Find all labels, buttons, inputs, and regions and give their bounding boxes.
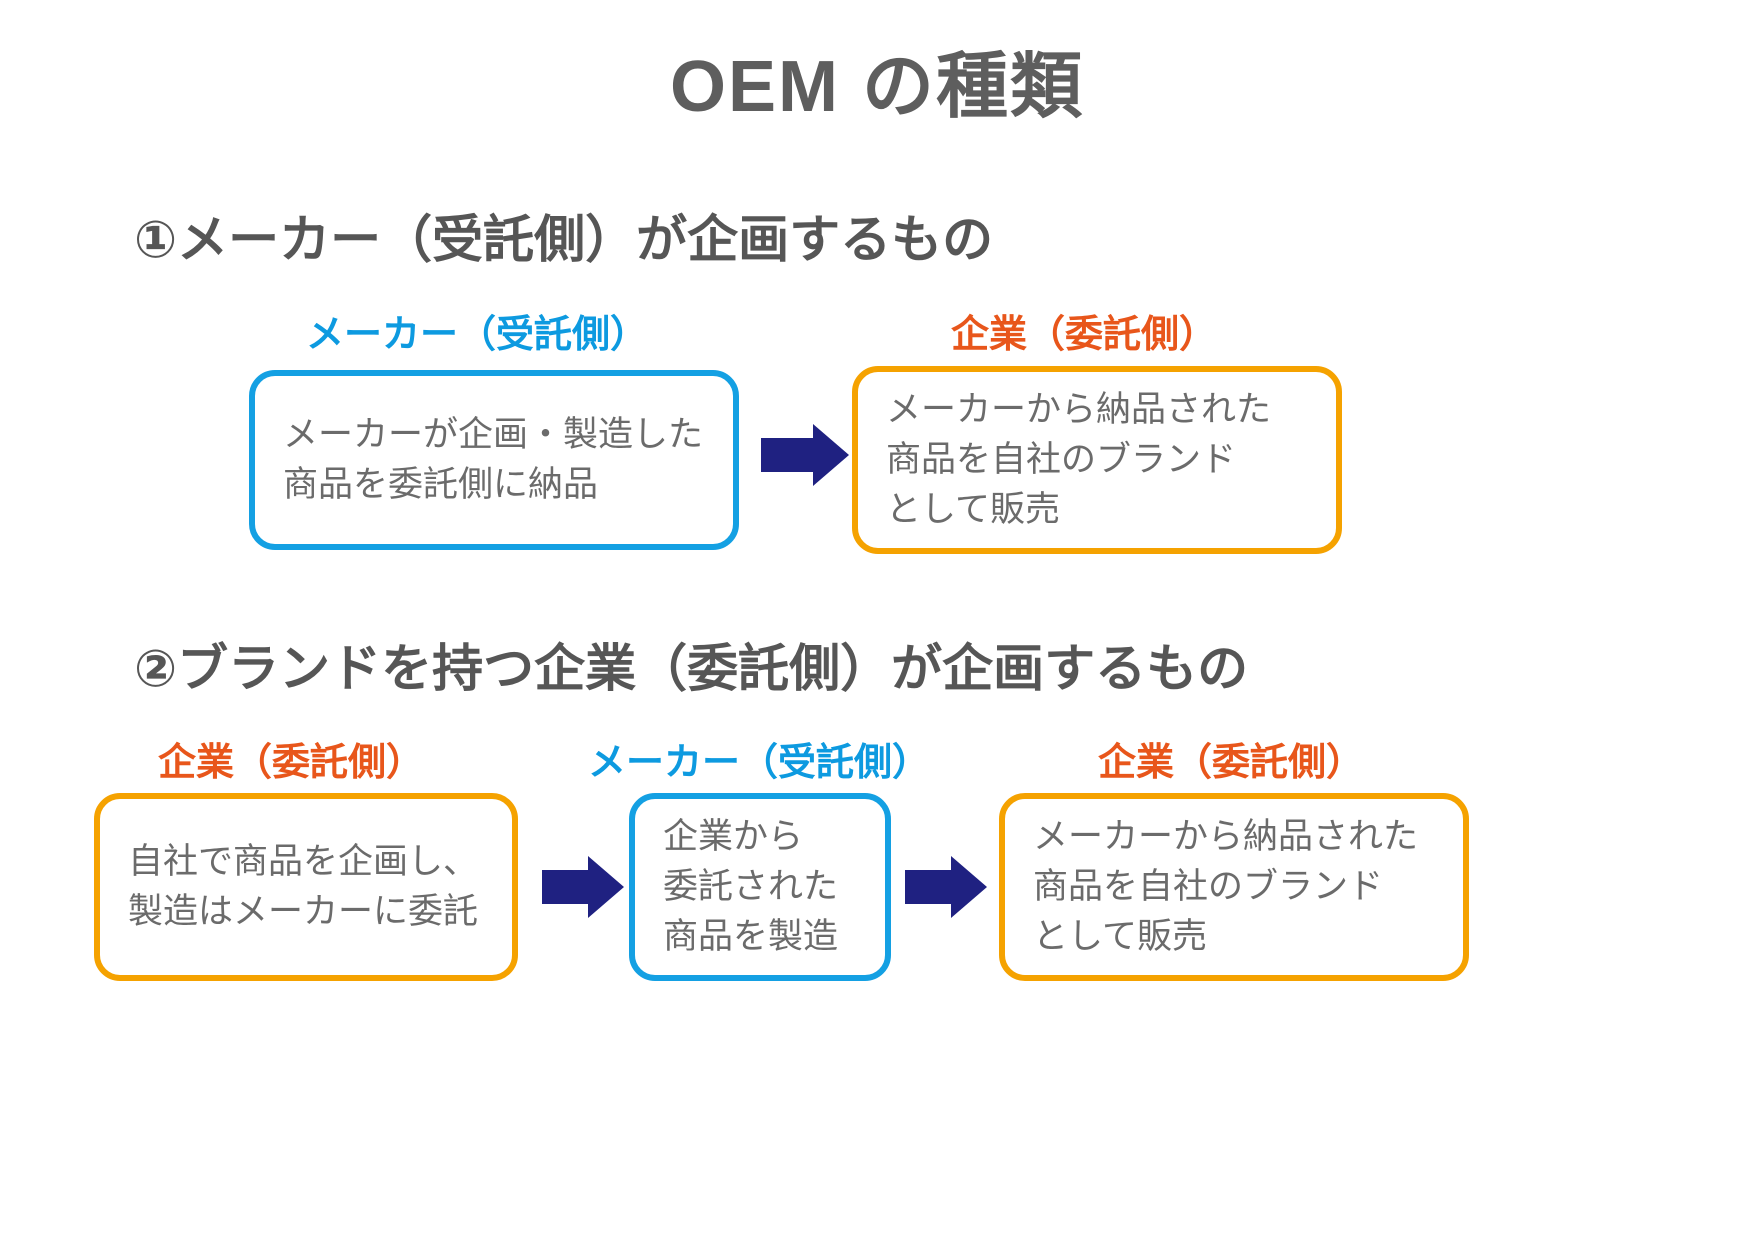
- node-label-maker-2: メーカー（受託側）: [588, 742, 931, 784]
- section-heading-1: ①メーカー（受託側）が企画するもの: [134, 211, 994, 268]
- flow-arrow-2-1: [542, 856, 630, 918]
- flow-arrow-1-1: [761, 424, 849, 486]
- process-box-text: メーカーから納品された 商品を自社のブランド として販売: [1033, 817, 1419, 956]
- process-box-company-3: メーカーから納品された 商品を自社のブランド として販売: [999, 793, 1469, 981]
- process-box-maker-2: 企業から 委託された 商品を製造: [629, 793, 891, 981]
- section-heading-2: ②ブランドを持つ企業（委託側）が企画するもの: [134, 640, 1249, 697]
- process-box-text: メーカーが企画・製造した 商品を委託側に納品: [283, 415, 704, 504]
- node-label-maker-1: メーカー（受託側）: [306, 314, 649, 356]
- node-label-company-2: 企業（委託側）: [158, 742, 425, 784]
- process-box-company-2: 自社で商品を企画し、 製造はメーカーに委託: [94, 793, 518, 981]
- process-box-maker-1: メーカーが企画・製造した 商品を委託側に納品: [249, 370, 739, 550]
- process-box-text: 企業から 委託された 商品を製造: [663, 817, 839, 956]
- flow-arrow-2-2: [905, 856, 993, 918]
- process-box-company-1: メーカーから納品された 商品を自社のブランド として販売: [852, 366, 1342, 554]
- node-label-company-1: 企業（委託側）: [951, 314, 1218, 356]
- process-box-text: メーカーから納品された 商品を自社のブランド として販売: [886, 390, 1272, 529]
- page-title: OEM の種類: [669, 47, 1084, 127]
- node-label-company-3: 企業（委託側）: [1098, 742, 1365, 784]
- process-box-text: 自社で商品を企画し、 製造はメーカーに委託: [128, 842, 479, 931]
